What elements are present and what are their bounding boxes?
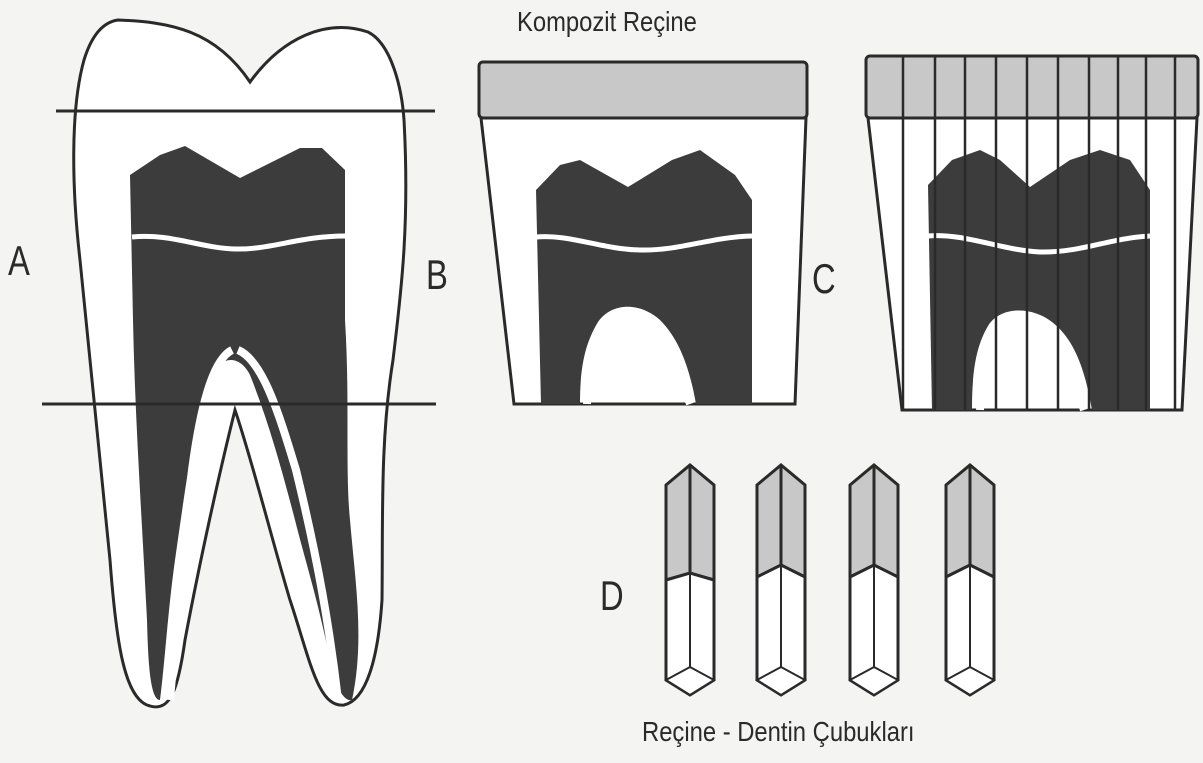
panel-label-b: B xyxy=(426,254,448,296)
panel-label-c: C xyxy=(812,258,836,300)
panel-label-a: A xyxy=(8,240,30,282)
slice-composite-layer xyxy=(866,56,1198,118)
panel-label-d: D xyxy=(600,575,624,617)
composite-resin-title: Kompozit Reçine xyxy=(517,8,697,36)
sticks-caption: Reçine - Dentin Çubukları xyxy=(642,718,915,746)
stick xyxy=(666,465,714,695)
stick xyxy=(757,465,805,695)
composite-resin-layer xyxy=(479,62,807,118)
molar-tooth-a xyxy=(42,20,436,707)
sectioned-block-b xyxy=(479,62,807,404)
stick xyxy=(850,465,898,695)
stick xyxy=(946,465,994,695)
resin-dentin-sticks xyxy=(666,465,994,695)
sliced-block-c xyxy=(866,56,1198,410)
